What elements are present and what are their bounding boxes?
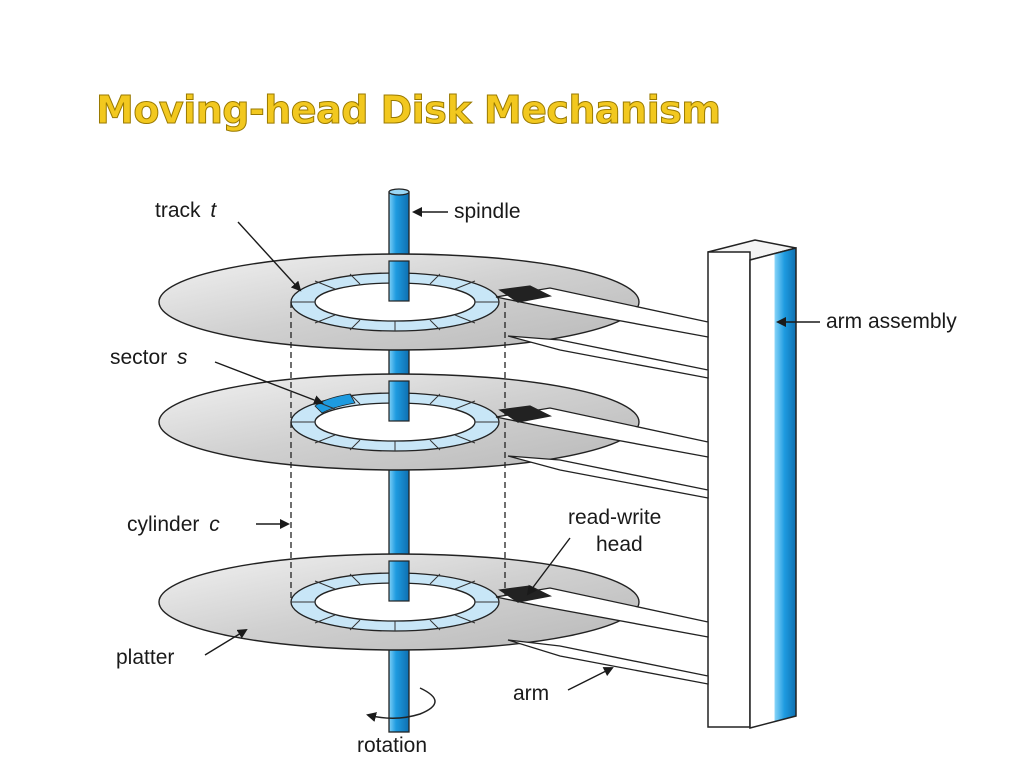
arrow-platter — [204, 628, 248, 656]
arm-middle-under — [507, 455, 709, 499]
callout-arrows — [204, 207, 820, 691]
arm-top — [495, 285, 709, 338]
arrow-track — [237, 221, 302, 292]
label-read-write-head-1: read-write — [568, 506, 661, 529]
arrow-arm — [567, 667, 614, 691]
slide-title: Moving-head Disk Mechanism — [95, 88, 721, 133]
platter-top — [158, 253, 640, 351]
arrow-sector — [214, 361, 324, 405]
rotation-arrow-icon — [366, 687, 436, 722]
arm-assembly-column — [707, 239, 797, 729]
label-track: track t — [155, 199, 217, 222]
platter-middle — [158, 373, 640, 471]
arm-top-under — [507, 335, 709, 379]
cylinder-outline — [290, 302, 506, 602]
label-arm-assembly: arm assembly — [826, 310, 957, 333]
label-arm: arm — [513, 682, 549, 705]
label-read-write-head-2: head — [596, 533, 643, 556]
arm-middle — [495, 405, 709, 458]
label-platter: platter — [116, 646, 174, 669]
label-rotation: rotation — [357, 734, 427, 757]
arm-bottom-under — [507, 639, 709, 685]
label-sector: sector s — [110, 346, 188, 369]
arrow-read-write-head — [526, 537, 571, 596]
label-cylinder: cylinder c — [127, 513, 220, 536]
arm-bottom — [495, 585, 709, 638]
platter-bottom — [158, 553, 640, 651]
label-spindle: spindle — [454, 200, 521, 223]
